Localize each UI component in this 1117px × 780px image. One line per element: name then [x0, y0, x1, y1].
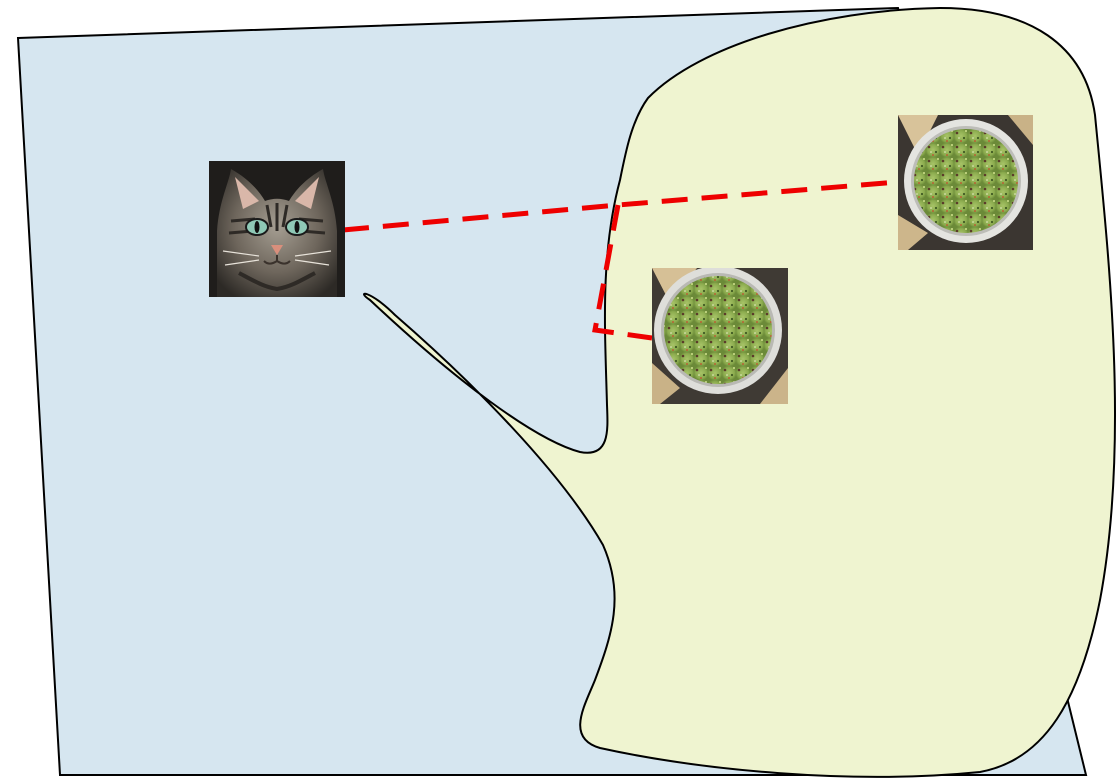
connectors [342, 179, 899, 341]
connector-cat-to-guacamole-top [342, 179, 899, 233]
connector-cat-to-guacamole-middle [592, 204, 653, 341]
guacamole-photo-top [898, 115, 1033, 250]
guacamole-bowl-icon [898, 115, 1033, 250]
guacamole-bowl-icon [652, 268, 788, 404]
cat-face-icon [209, 161, 345, 297]
cat-photo [209, 161, 345, 297]
guacamole-photo-middle [652, 268, 788, 404]
